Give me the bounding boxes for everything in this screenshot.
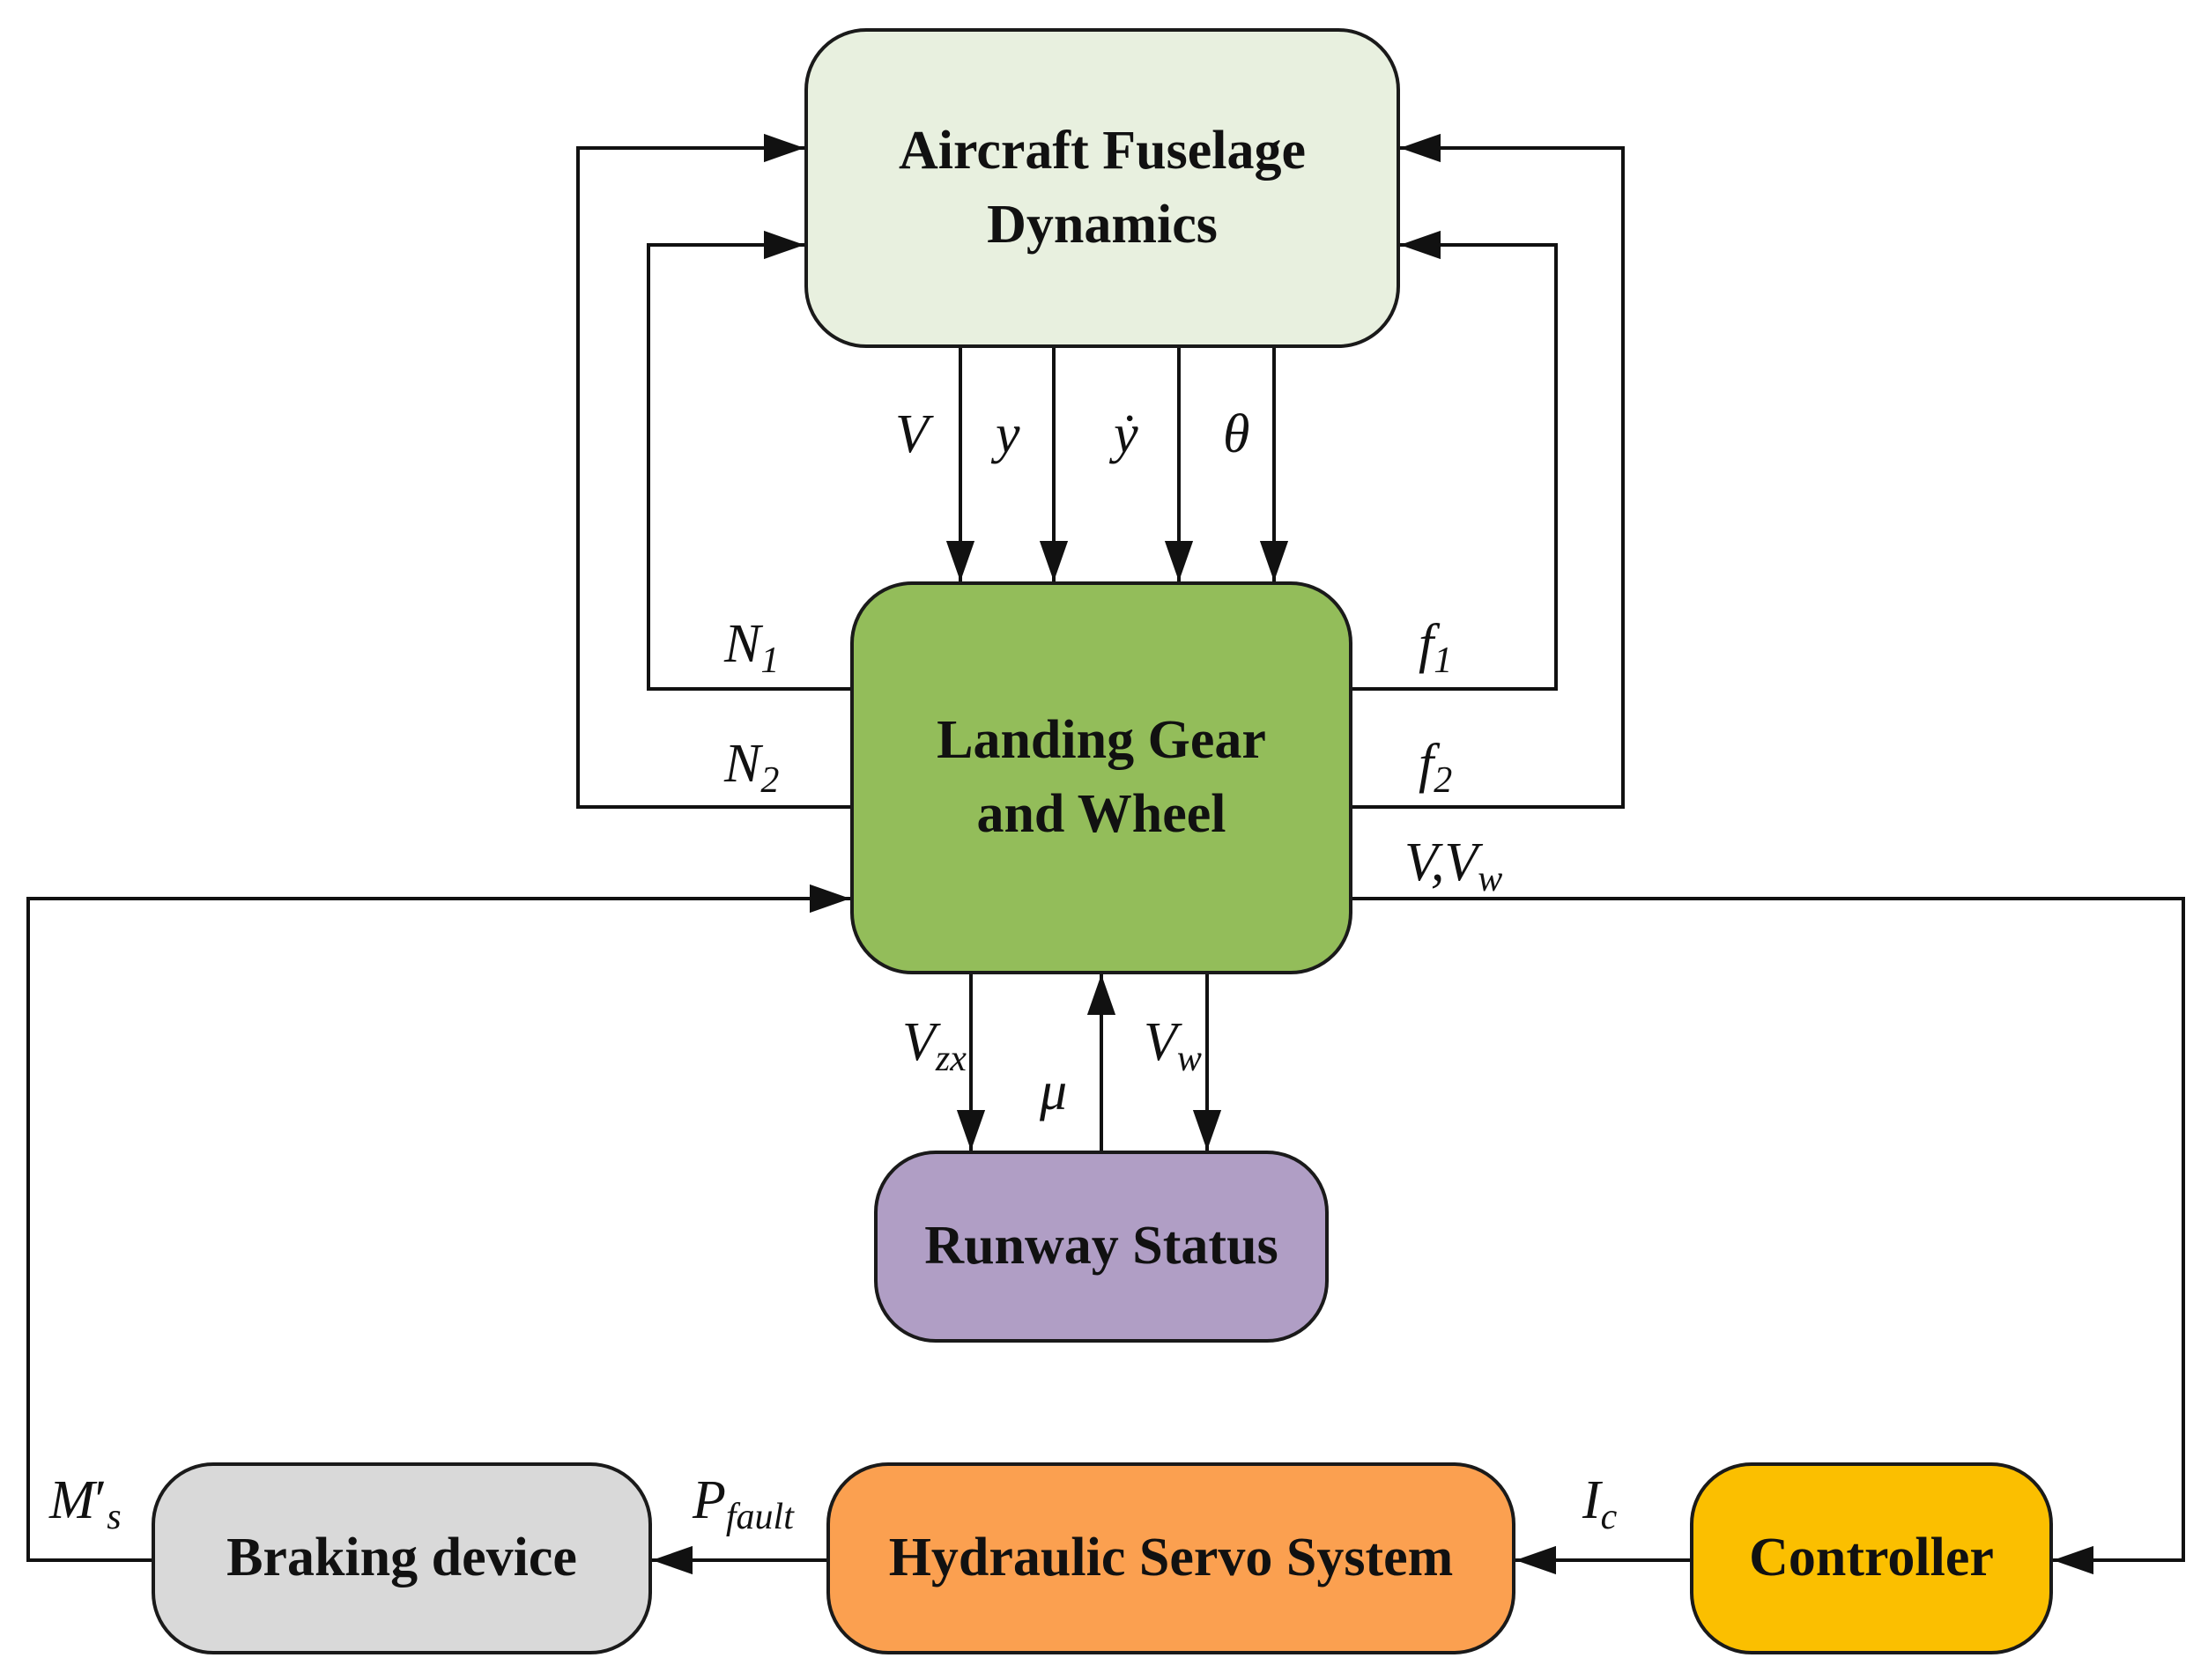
controller-title: Controller bbox=[1749, 1528, 1994, 1588]
label-Vw: Vw bbox=[1144, 1012, 1202, 1079]
arrow-N2 bbox=[576, 133, 850, 809]
arrow-Ms bbox=[26, 884, 850, 1562]
landing-gear-title-line1: Landing Gear bbox=[937, 710, 1266, 771]
label-V: V bbox=[895, 404, 929, 464]
arrow-f2 bbox=[1352, 133, 1625, 809]
braking-device-title: Braking device bbox=[226, 1528, 577, 1588]
landing-gear-block: Landing Gear and Wheel bbox=[850, 581, 1352, 974]
label-f1: f1 bbox=[1419, 614, 1453, 681]
label-y-dot: ẏ bbox=[1114, 404, 1138, 464]
arrow-V-Vw bbox=[1352, 897, 2185, 1575]
label-theta: θ bbox=[1223, 404, 1250, 464]
label-f2: f2 bbox=[1419, 734, 1453, 801]
fuselage-dynamics-block: Aircraft Fuselage Dynamics bbox=[804, 28, 1400, 348]
label-N1: N1 bbox=[724, 614, 780, 681]
label-Pfault: Pfault bbox=[693, 1470, 794, 1537]
landing-gear-title-line2: and Wheel bbox=[976, 784, 1226, 844]
arrow-N1 bbox=[647, 230, 850, 691]
label-N2: N2 bbox=[724, 734, 780, 801]
label-mu: μ bbox=[1040, 1062, 1068, 1121]
label-Ms: M′s bbox=[49, 1470, 122, 1537]
arrow-f1 bbox=[1352, 230, 1558, 691]
hydraulic-servo-block: Hydraulic Servo System bbox=[826, 1462, 1515, 1654]
runway-status-title: Runway Status bbox=[924, 1216, 1278, 1277]
runway-status-block: Runway Status bbox=[874, 1151, 1329, 1343]
label-V-Vw: V,Vw bbox=[1404, 833, 1503, 899]
fuselage-title-line2: Dynamics bbox=[987, 194, 1218, 255]
hydraulic-servo-title: Hydraulic Servo System bbox=[888, 1528, 1454, 1588]
fuselage-title-line1: Aircraft Fuselage bbox=[899, 120, 1306, 181]
label-Ic: Ic bbox=[1582, 1470, 1618, 1537]
controller-block: Controller bbox=[1690, 1462, 2053, 1654]
braking-device-block: Braking device bbox=[152, 1462, 652, 1654]
label-Vzx: Vzx bbox=[902, 1012, 967, 1079]
label-y: y bbox=[996, 404, 1020, 464]
